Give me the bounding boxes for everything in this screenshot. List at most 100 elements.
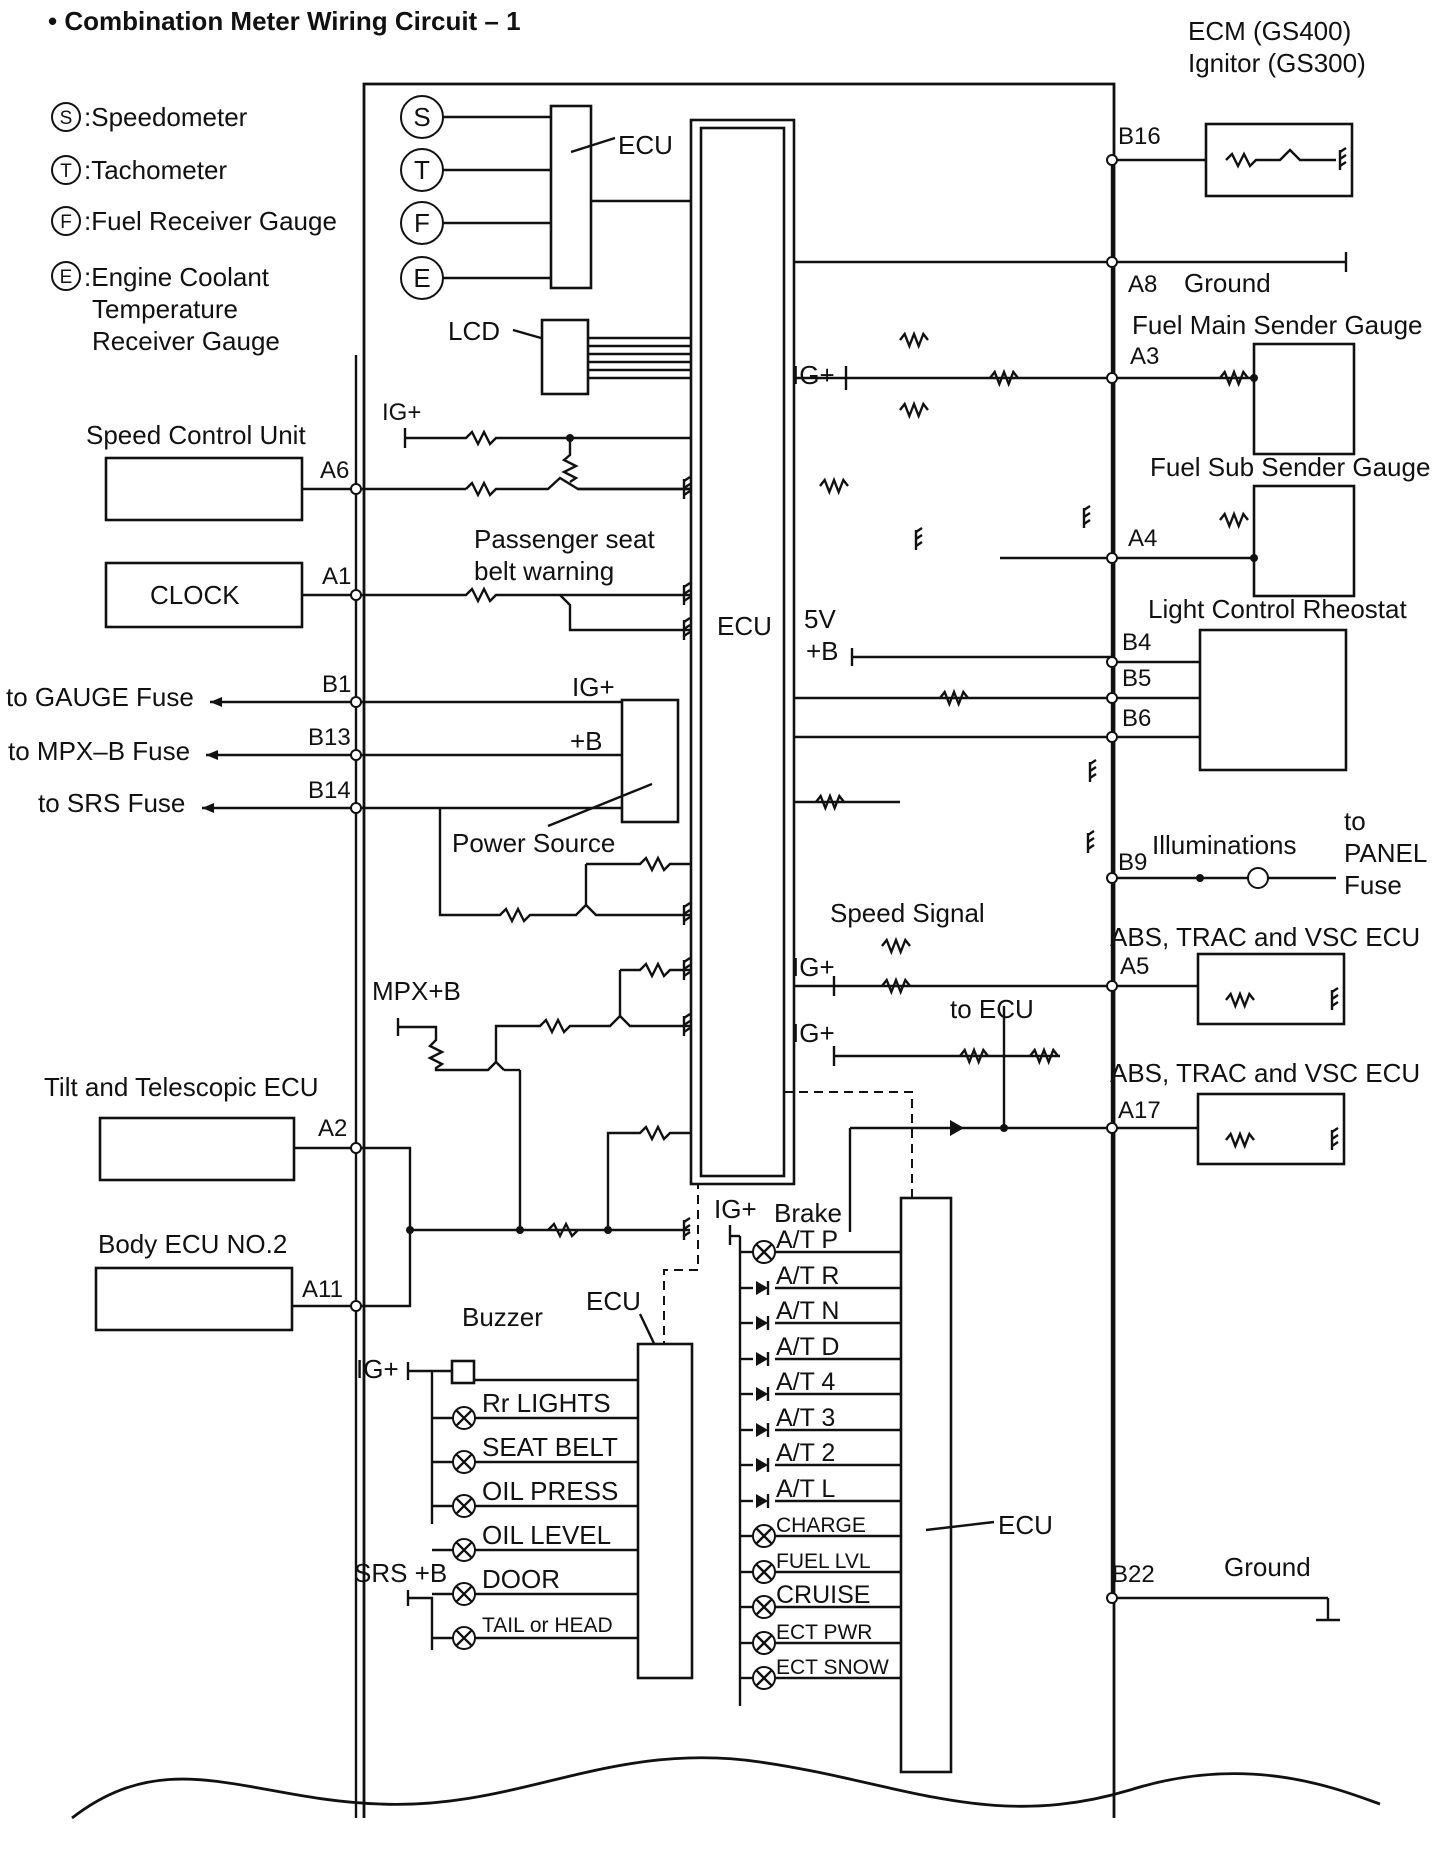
ground-icon xyxy=(1338,147,1347,170)
to-ecu-label: to ECU xyxy=(950,994,1034,1024)
resistor-icon xyxy=(899,330,929,350)
indicator-lamp-label: CHARGE xyxy=(776,1514,866,1537)
ground-label: Ground xyxy=(1184,268,1271,298)
combination-meter-outline xyxy=(362,82,1116,1818)
ignitor-label: Ignitor (GS300) xyxy=(1188,48,1366,78)
tilt-body-circuit: Tilt and Telescopic ECU A2 Body ECU NO.2… xyxy=(44,1072,691,1332)
passenger-seat-label: Passenger seat xyxy=(474,524,655,554)
resistor-icon xyxy=(881,976,911,996)
terminal-dot xyxy=(350,802,362,814)
resistor-icon xyxy=(881,936,911,956)
abs-ecu-2-box xyxy=(1196,1092,1346,1166)
plusb-label: +B xyxy=(570,726,603,756)
speed-control-circuit: Speed Control Unit A6 IG+ xyxy=(86,399,691,522)
legend-label-line2: Temperature xyxy=(92,294,238,324)
terminal-dot xyxy=(1106,154,1118,166)
led-icon xyxy=(756,1458,770,1472)
fuse-label: Fuse xyxy=(1344,870,1402,900)
ig-label: IG+ xyxy=(382,399,421,426)
pin-label: B16 xyxy=(1118,123,1161,150)
legend-coolant-gauge: E :Engine Coolant Temperature Receiver G… xyxy=(51,261,280,356)
buzzer-icon xyxy=(450,1359,476,1385)
legend-label: :Fuel Receiver Gauge xyxy=(84,206,337,236)
led-icon xyxy=(756,1423,770,1437)
lcd-display xyxy=(540,318,590,396)
indicator-lamp-icon xyxy=(752,1240,776,1264)
abs-ecu-2-label: ABS, TRAC and VSC ECU xyxy=(1110,1058,1420,1088)
ecm-internal-wiring xyxy=(1225,148,1336,169)
junction-dot xyxy=(1250,554,1258,562)
ground-icon xyxy=(682,1217,691,1240)
ground-icon xyxy=(914,527,923,550)
ground-icon xyxy=(1330,1127,1339,1150)
pin-label: A11 xyxy=(302,1276,343,1303)
ground-icon xyxy=(1086,830,1095,853)
resistor-icon xyxy=(939,688,969,708)
indicator-lamp-label: A/T 4 xyxy=(776,1368,835,1396)
pin-label: A3 xyxy=(1130,343,1159,370)
pin-label: A6 xyxy=(320,457,349,484)
gauge-ecu-box xyxy=(549,104,593,290)
indicator-lamp-icon xyxy=(752,1631,776,1655)
lamp-ecu-box xyxy=(636,1342,694,1680)
terminal-dot xyxy=(350,1142,362,1154)
legend: S :Speedometer T :Tachometer F :Fuel Rec… xyxy=(51,102,337,356)
lower-ecu-label: ECU xyxy=(998,1510,1053,1540)
srs-b-label: SRS +B xyxy=(354,1558,447,1588)
rheostat-box xyxy=(1198,628,1348,772)
ig-label: IG+ xyxy=(356,1354,399,1384)
fuel-sub-box xyxy=(1252,484,1356,598)
legend-speedometer: S :Speedometer xyxy=(51,102,248,132)
terminal-dot xyxy=(1106,372,1118,384)
ig-label: IG+ xyxy=(714,1194,757,1224)
legend-label-line3: Receiver Gauge xyxy=(92,326,280,356)
indicator-lamp-label: A/T N xyxy=(776,1297,839,1325)
panel-label: PANEL xyxy=(1344,838,1427,868)
srs-fuse-label: to SRS Fuse xyxy=(38,788,185,818)
fuel-main-label: Fuel Main Sender Gauge xyxy=(1132,310,1423,340)
led-icon xyxy=(756,1281,770,1295)
indicator-lamp-label: ECT SNOW xyxy=(776,1656,889,1679)
lower-ecu-box xyxy=(899,1196,953,1774)
coolant-gauge-symbol-icon xyxy=(51,261,81,291)
warning-lamp-label: OIL LEVEL xyxy=(482,1520,611,1550)
pin-label: B5 xyxy=(1122,665,1151,692)
led-icon xyxy=(756,1352,770,1366)
ig-label: IG+ xyxy=(572,672,615,702)
junction-dot xyxy=(1196,874,1204,882)
warning-lamp-label: Rr LIGHTS xyxy=(482,1388,611,1418)
body-ecu-label: Body ECU NO.2 xyxy=(98,1229,287,1259)
ground-icon xyxy=(682,617,691,640)
pin-label: A2 xyxy=(318,1115,347,1142)
ig-label: IG+ xyxy=(792,360,835,390)
right-circuits: ECM (GS400) Ignitor (GS300) B16 A8 Groun… xyxy=(792,16,1430,1622)
indicator-lamp-icon xyxy=(452,1626,476,1650)
terminal-dot xyxy=(1106,980,1118,992)
mpx-fuse-label: to MPX–B Fuse xyxy=(8,736,190,766)
indicator-lamp-label: A/T P xyxy=(776,1226,838,1254)
terminal-dot xyxy=(1106,1592,1118,1604)
terminal-dot xyxy=(1106,1122,1118,1134)
terminal-dot xyxy=(1106,656,1118,668)
break-line xyxy=(71,1756,1381,1820)
gauge-symbol: E xyxy=(413,263,430,293)
terminal-dot xyxy=(1106,692,1118,704)
indicator-lamp-icon xyxy=(452,1494,476,1518)
ground-icon xyxy=(682,902,691,925)
indicator-lamp-icon xyxy=(452,1582,476,1606)
pin-label: B9 xyxy=(1118,849,1147,876)
lcd-label: LCD xyxy=(448,316,500,346)
warning-lamp-label: SEAT BELT xyxy=(482,1432,618,1462)
abs-ecu-1-box xyxy=(1196,952,1346,1026)
terminal-dot xyxy=(1106,731,1118,743)
ground-icon xyxy=(682,582,691,605)
rheostat-label: Light Control Rheostat xyxy=(1148,594,1407,624)
gauge-fuse-label: to GAUGE Fuse xyxy=(6,682,194,712)
pin-label: A17 xyxy=(1118,1097,1161,1124)
mpx-circuit: MPX+B xyxy=(372,961,691,1230)
speed-signal-label: Speed Signal xyxy=(830,898,985,928)
mpxb-label: MPX+B xyxy=(372,976,461,1006)
terminal-dot xyxy=(350,483,362,495)
indicator-lamp-icon xyxy=(752,1560,776,1584)
